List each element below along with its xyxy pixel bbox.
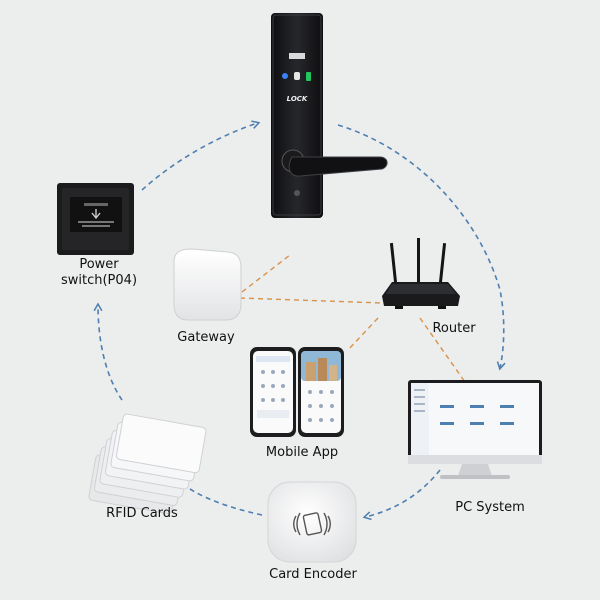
phone-right [298, 347, 344, 437]
router [382, 238, 460, 309]
arrow-power-to-lock [141, 120, 261, 191]
card-encoder-label: Card Encoder [269, 567, 357, 582]
lock-handle [288, 156, 388, 177]
lock-card-slot [289, 53, 305, 59]
lock-bell-icon [294, 72, 300, 80]
link-gateway-router [239, 297, 383, 304]
link-router-pc [419, 317, 466, 383]
rfid-cards-label: RFID Cards [106, 506, 178, 521]
power-switch [57, 183, 134, 255]
lock-person-icon [306, 72, 311, 81]
card-encoder [267, 481, 357, 563]
arrow-pc-to-encoder [362, 469, 441, 521]
power-switch-label: Power switch(P04) [44, 257, 154, 289]
rfid-cards [88, 413, 207, 515]
gateway-label: Gateway [177, 330, 235, 345]
pc-system [408, 380, 542, 479]
network-links [239, 254, 466, 383]
arrow-encoder-to-rfid [178, 480, 263, 516]
gateway [173, 248, 242, 321]
nfc-icon [293, 512, 331, 536]
pc-system-label: PC System [455, 500, 525, 515]
mobile-app-phones [250, 347, 344, 437]
lock-logo: LOCK [287, 95, 308, 103]
router-label: Router [432, 321, 476, 336]
arrow-rfid-to-power [93, 302, 123, 401]
power-switch-label-line2: switch(P04) [60, 273, 138, 288]
card-arrow-icon [91, 209, 101, 220]
link-gateway-lock [241, 254, 291, 293]
lock-fingerprint-icon [282, 73, 288, 79]
phone-left [250, 347, 296, 437]
lock-keyhole [294, 190, 300, 196]
power-switch-label-line1: Power [79, 257, 119, 272]
card-icon [302, 512, 323, 536]
link-router-app [347, 317, 379, 351]
mobile-app-label: Mobile App [265, 445, 339, 460]
smart-lock: LOCK [271, 13, 388, 218]
